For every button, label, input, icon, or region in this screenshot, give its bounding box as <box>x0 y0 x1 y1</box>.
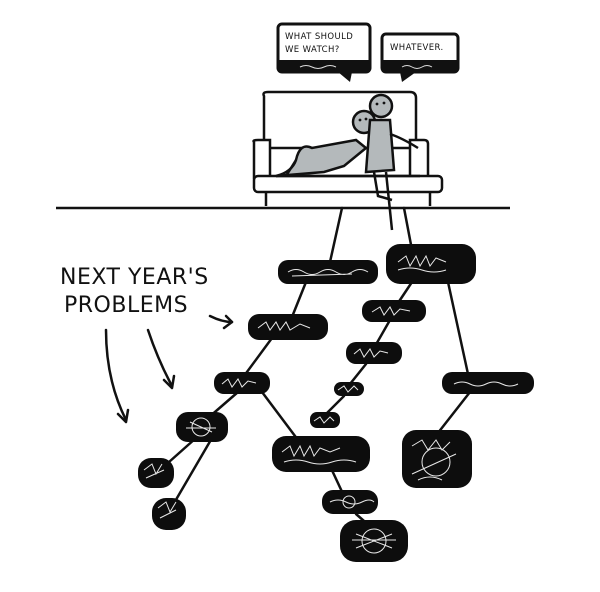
problem-blob <box>278 260 378 284</box>
speech-bubble-left: WHAT SHOULD WE WATCH? <box>276 22 372 82</box>
caption-line1: NEXT YEAR'S <box>60 265 209 290</box>
speech-left-line1: WHAT SHOULD <box>285 32 353 42</box>
caption: NEXT YEAR'S PROBLEMS <box>60 265 209 318</box>
problem-blob <box>346 342 402 364</box>
speech-right-line1: WHATEVER. <box>390 43 444 53</box>
person-sitting <box>364 93 419 231</box>
problem-blob <box>214 372 270 394</box>
problem-blob <box>310 412 340 428</box>
problem-blob <box>272 436 370 472</box>
problem-blob <box>402 430 472 488</box>
arrow-down-left <box>104 328 128 422</box>
problem-blob <box>322 490 378 514</box>
arrow-down-middle <box>146 328 174 388</box>
speech-left-line2: WE WATCH? <box>285 45 340 55</box>
blob-scribbles <box>143 254 519 554</box>
speech-bubble-right: WHATEVER. <box>380 32 460 82</box>
arrows <box>104 314 234 424</box>
caption-line2: PROBLEMS <box>64 293 188 318</box>
problem-blob <box>334 382 364 396</box>
problem-blob <box>362 300 426 322</box>
